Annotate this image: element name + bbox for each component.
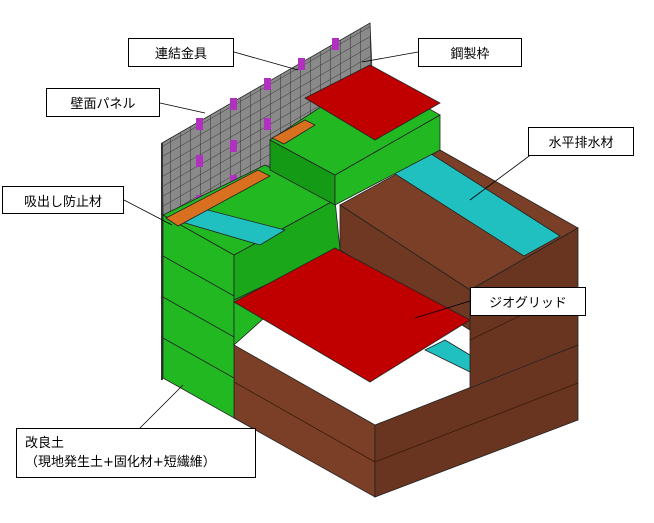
label-geogrid: ジオグリッド [470,287,586,316]
tier2-geogrid [304,64,441,141]
label-horizontal-drain: 水平排水材 [528,127,634,156]
improved-soil-title: 改良土 [25,436,65,451]
geogrid [233,247,471,383]
label-improved-soil: 改良土 （現地発生土+固化材+短繊維） [16,428,256,478]
drain-notch [424,339,471,373]
improved-soil-composition: （現地発生土+固化材+短繊維） [25,455,216,470]
label-suction-prevention: 吸出し防止材 [2,186,124,214]
label-connector: 連結金具 [128,38,234,67]
soil-step-front [339,204,471,331]
suction-prevention-orange [165,169,271,227]
label-steel-frame: 鋼製枠 [418,38,522,67]
label-wall-panel: 壁面パネル [46,88,160,117]
tier2-orange [271,119,316,145]
